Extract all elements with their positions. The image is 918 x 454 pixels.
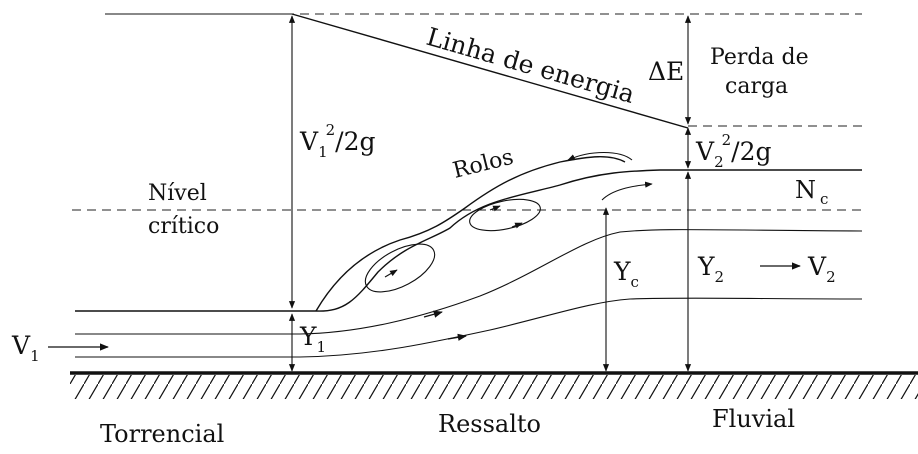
channel-bed <box>70 371 918 399</box>
y2-label: Y2 <box>697 252 724 286</box>
zone-jump-label: Ressalto <box>438 410 541 438</box>
head-loss-label-2: carga <box>725 74 788 99</box>
roller-arrow-1 <box>384 269 398 278</box>
water-profile <box>75 156 863 358</box>
flow-arrow-1 <box>423 310 443 318</box>
dimension-lines <box>288 15 692 372</box>
head-loss-label-1: Perda de <box>710 45 809 70</box>
reference-lines <box>72 13 862 211</box>
v1-velocity-head-label: V12/2g <box>299 121 376 161</box>
energy-line-label: Linha de energia <box>423 22 638 109</box>
streamline-1 <box>75 229 863 335</box>
delta-e-label: ΔE <box>648 57 684 86</box>
y1-label: Y1 <box>299 322 326 356</box>
zone-fluvial-label: Fluvial <box>712 405 795 433</box>
flow-arrow-2 <box>447 333 467 341</box>
rolls-label: Rolos <box>450 145 516 184</box>
roller-1 <box>364 243 436 293</box>
zone-torrential-label: Torrencial <box>100 420 224 448</box>
critical-level-label-1: Nível <box>148 181 207 206</box>
roller-arrow-3 <box>489 205 501 212</box>
critical-level-label-2: crítico <box>148 214 219 239</box>
roller-2 <box>469 198 541 232</box>
energy-line <box>291 13 689 129</box>
water-surface <box>75 169 862 312</box>
roller-boundary <box>315 156 626 312</box>
streamline-2 <box>75 297 863 358</box>
yc-label: Yc <box>613 257 639 291</box>
v1-label: V1 <box>11 331 40 365</box>
surface-flow-arrow <box>601 181 653 201</box>
rollers <box>364 152 653 293</box>
surface-roll-arrow <box>567 152 633 161</box>
v2-velocity-head-label: V22/2g <box>695 131 772 171</box>
roller-arrow-2 <box>511 222 523 229</box>
v2-label: V2 <box>807 252 836 286</box>
